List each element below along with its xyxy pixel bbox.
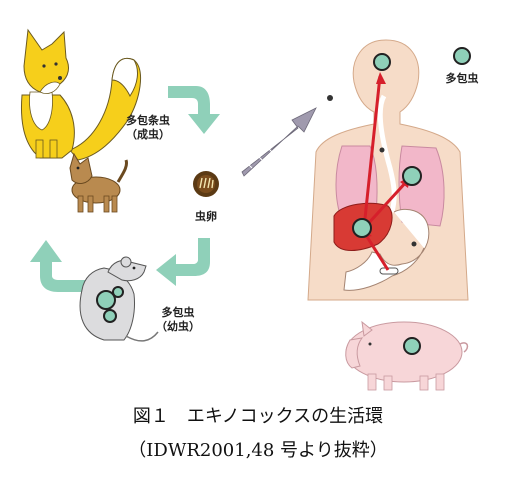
mouse-illustration	[79, 256, 159, 342]
egg-illustration	[193, 171, 219, 197]
cycle-arrow-egg-to-mouse	[156, 238, 210, 286]
figure-caption-source: （IDWR2001,48 号より抜粋）	[128, 440, 388, 461]
pig-illustration	[345, 320, 469, 391]
larva-stage-label: （幼虫）	[156, 320, 200, 333]
larva-name: 多包虫	[161, 306, 195, 319]
human-illustration	[307, 39, 469, 301]
cyst-legend-label: 多包虫	[445, 72, 479, 85]
adult-tapeworm-name: 多包条虫	[126, 114, 170, 127]
transmission-arrow-egg-to-human	[241, 95, 333, 177]
egg-label: 虫卵	[195, 210, 217, 223]
larva-label: 多包虫 （幼虫）	[138, 306, 218, 334]
cycle-arrow-fox-to-egg	[168, 86, 220, 134]
fox-illustration	[21, 28, 141, 161]
cyst-legend-icon	[453, 47, 471, 65]
dog-illustration	[69, 152, 128, 213]
adult-tapeworm-label: 多包条虫 （成虫）	[108, 114, 188, 142]
adult-stage-label: （成虫）	[126, 128, 170, 141]
figure-caption-title: 図１ エキノコックスの生活環	[132, 406, 384, 427]
cycle-arrow-mouse-to-fox	[30, 240, 88, 292]
